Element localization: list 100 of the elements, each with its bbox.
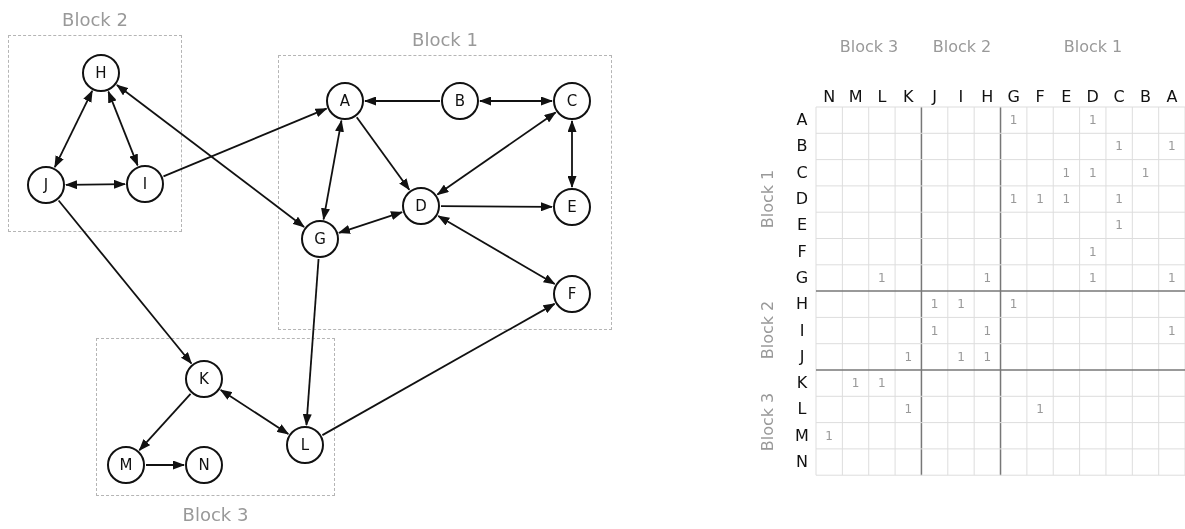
- row-header: L: [797, 401, 807, 418]
- row-header: N: [796, 454, 808, 471]
- column-header: I: [958, 89, 964, 105]
- arrow: [65, 179, 126, 190]
- arrow: [364, 96, 441, 106]
- node-circle: C: [553, 82, 591, 120]
- row-header: J: [799, 348, 805, 365]
- matrix-value: 1: [1168, 324, 1176, 337]
- matrix-value: 1: [983, 271, 992, 284]
- node-circle: H: [82, 54, 120, 92]
- block-header: Block 2: [932, 39, 992, 55]
- node-circle: D: [402, 187, 440, 225]
- column-header: H: [981, 89, 994, 105]
- row-header: M: [795, 427, 809, 444]
- matrix-value: 1: [1115, 140, 1123, 153]
- block-label: Block 2: [61, 9, 129, 30]
- column-header: G: [1007, 89, 1020, 105]
- block-header: Block 3: [760, 392, 776, 452]
- arrow: [162, 107, 328, 178]
- matrix-value: 1: [1141, 166, 1150, 179]
- arrow: [57, 199, 193, 365]
- arrow: [479, 96, 553, 106]
- column-header: M: [848, 89, 863, 105]
- node-circle: K: [185, 360, 223, 398]
- matrix-value: 1: [930, 298, 939, 311]
- arrow: [440, 202, 553, 212]
- arrow: [53, 90, 94, 168]
- row-header: A: [796, 112, 808, 129]
- row-header: G: [795, 269, 809, 286]
- matrix-value: 1: [1115, 219, 1123, 232]
- matrix-value: 1: [1009, 193, 1018, 206]
- matrix-value: 1: [983, 324, 992, 337]
- matrix-value: 1: [1088, 271, 1097, 284]
- matrix-value: 1: [930, 324, 939, 337]
- node-circle: F: [553, 275, 591, 313]
- block-header: Block 3: [839, 39, 899, 55]
- node-circle: N: [185, 446, 223, 484]
- arrow: [107, 90, 139, 167]
- column-header: L: [877, 89, 887, 105]
- arrow: [145, 460, 185, 470]
- row-header: K: [796, 375, 808, 392]
- matrix-value: 1: [1062, 166, 1071, 179]
- node-circle: M: [107, 446, 145, 484]
- column-header: B: [1140, 89, 1151, 105]
- matrix-value: 1: [825, 429, 833, 442]
- arrow: [138, 392, 192, 452]
- matrix-value: 1: [878, 271, 886, 284]
- block-header: Block 2: [760, 300, 776, 360]
- row-header: I: [799, 322, 805, 339]
- matrix-value: 1: [1009, 298, 1018, 311]
- column-header: E: [1061, 89, 1072, 105]
- column-header: D: [1086, 89, 1099, 105]
- matrix-value: 1: [1009, 114, 1018, 127]
- matrix-value: 1: [1062, 193, 1071, 206]
- node-circle: G: [301, 220, 339, 258]
- row-header: C: [796, 164, 808, 181]
- block-label: Block 1: [411, 29, 479, 50]
- arrow: [355, 116, 411, 191]
- matrix-value: 1: [983, 350, 992, 363]
- matrix-value: 1: [1036, 193, 1044, 206]
- matrix-value: 1: [1168, 140, 1176, 153]
- row-header: B: [796, 138, 808, 155]
- arrow: [321, 302, 556, 437]
- block-header: Block 1: [760, 169, 776, 229]
- column-header: K: [903, 89, 914, 105]
- matrix-value: 1: [904, 403, 913, 416]
- node-circle: L: [286, 426, 324, 464]
- block-header: Block 1: [1063, 39, 1123, 55]
- arrow: [219, 389, 290, 435]
- node-circle: A: [326, 82, 364, 120]
- matrix-value: 1: [1115, 193, 1123, 206]
- block-label: Block 3: [181, 504, 250, 525]
- node-circle: B: [441, 82, 479, 120]
- arrow: [436, 111, 557, 196]
- row-header: D: [795, 191, 809, 208]
- matrix-value: 1: [1168, 271, 1176, 284]
- arrow: [302, 258, 320, 427]
- node-circle: E: [553, 188, 591, 226]
- column-header: C: [1113, 89, 1125, 105]
- row-header: H: [796, 296, 808, 313]
- arrow: [116, 84, 305, 228]
- matrix-value: 1: [878, 377, 886, 390]
- column-header: N: [823, 89, 836, 105]
- row-header: F: [797, 243, 807, 260]
- matrix-value: 1: [957, 298, 965, 311]
- column-header: F: [1035, 89, 1045, 105]
- node-circle: J: [27, 166, 65, 204]
- matrix-value: 1: [904, 350, 913, 363]
- arrow: [338, 211, 403, 234]
- matrix-value: 1: [1088, 114, 1097, 127]
- row-header: E: [796, 217, 808, 234]
- column-header: J: [932, 89, 937, 105]
- matrix-value: 1: [1088, 166, 1097, 179]
- matrix-value: 1: [1088, 245, 1097, 258]
- arrow: [567, 120, 577, 188]
- matrix-value: 1: [851, 377, 860, 390]
- column-header: A: [1166, 89, 1178, 105]
- matrix-value: 1: [957, 350, 965, 363]
- matrix-value: 1: [1036, 403, 1044, 416]
- arrow: [437, 215, 556, 285]
